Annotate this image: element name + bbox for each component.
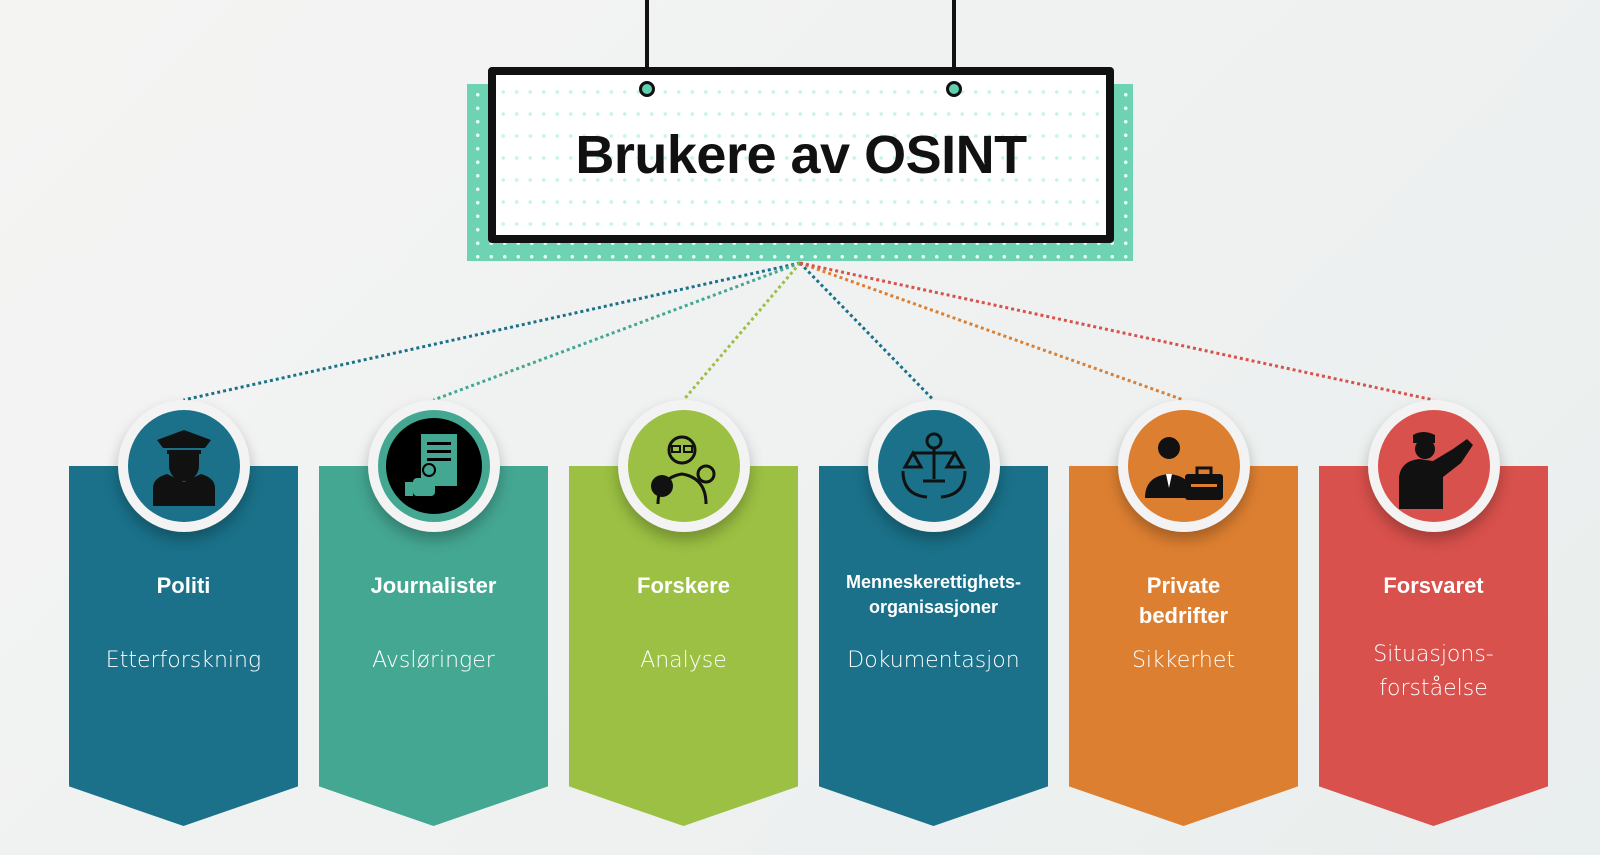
user-label: Menneskerettighets-organisasjoner: [845, 572, 1022, 617]
hanging-string-right: [952, 0, 956, 84]
hook-left: [639, 81, 655, 97]
user-description: Avsløringer: [372, 648, 495, 673]
user-label: Politi: [156, 573, 211, 598]
researcher-icon: [627, 410, 740, 522]
user-description: Dokumentasjon: [847, 648, 1020, 673]
user-label: Forskere: [637, 573, 730, 598]
icon-badge: [867, 400, 1000, 532]
user-description: Analyse: [640, 648, 727, 673]
user-label: Forsvaret: [1383, 573, 1484, 598]
connector-line: [798, 261, 935, 402]
connector-line: [799, 261, 1434, 402]
icon-badge: [1117, 400, 1250, 532]
user-description: Situasjons-forståelse: [1373, 642, 1494, 701]
user-label: Private bedrifter: [1138, 573, 1229, 628]
connector-line: [799, 261, 1185, 402]
icon-badge: [367, 400, 500, 532]
icon-badge: [617, 400, 750, 532]
hook-right: [946, 81, 962, 97]
saluting-soldier-icon: [1377, 410, 1490, 522]
icon-badge: [1367, 400, 1500, 532]
icon-badge: [117, 400, 250, 532]
connector-line: [183, 261, 801, 402]
user-description: Sikkerhet: [1131, 648, 1236, 673]
justice-scale-icon: [877, 410, 990, 522]
businessman-icon: [1127, 410, 1240, 522]
police-officer-icon: [127, 410, 240, 522]
hanging-string-left: [645, 0, 649, 84]
page-title: Brukere av OSINT: [575, 125, 1027, 185]
title-sign: Brukere av OSINT: [488, 67, 1114, 243]
journalist-icon: [377, 410, 490, 522]
connector-line: [432, 261, 801, 402]
user-description: Etterforskning: [105, 648, 262, 673]
user-label: Journalister: [370, 573, 497, 598]
